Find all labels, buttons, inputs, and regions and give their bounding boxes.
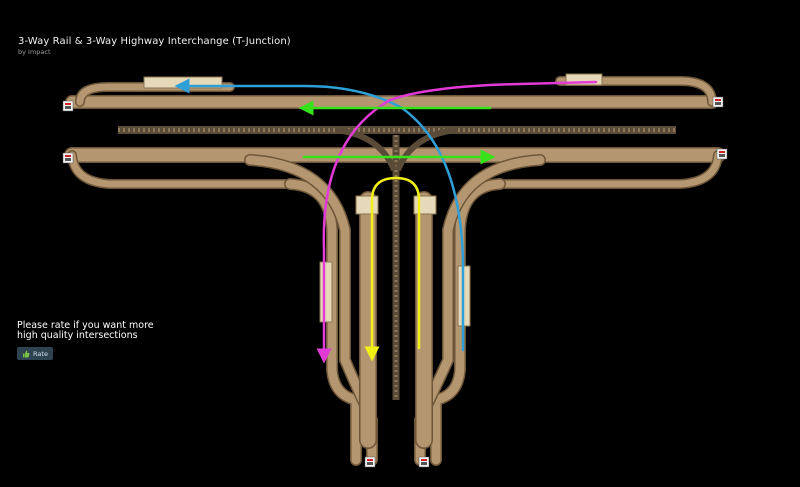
booth-ne	[565, 73, 603, 86]
rate-panel: Please rate if you want more high qualit…	[17, 321, 177, 360]
rail-east-curve	[395, 127, 457, 172]
rate-button-label: Rate	[33, 349, 48, 358]
rate-button[interactable]: Rate	[17, 347, 53, 360]
rail-west-curve	[335, 127, 397, 172]
booth-sw	[319, 261, 333, 323]
author-credit: by Impact	[18, 48, 51, 56]
rate-prompt-text: Please rate if you want more high qualit…	[17, 320, 154, 341]
route-yellow	[364, 176, 421, 362]
rail-network	[118, 126, 676, 400]
route-overlays	[174, 78, 598, 364]
road-end-icon	[712, 96, 724, 108]
road-end-icon	[364, 456, 376, 468]
route-blue	[174, 78, 465, 352]
road-end-icon	[716, 148, 728, 160]
road-end-icon	[62, 100, 74, 112]
booth-stem-right	[413, 195, 437, 215]
booth-stem-left	[355, 195, 379, 215]
road-end-icon	[418, 456, 430, 468]
route-magenta	[316, 80, 598, 364]
header: 3-Way Rail & 3-Way Highway Interchange (…	[18, 36, 291, 56]
thumbs-up-icon	[23, 350, 30, 357]
road-end-icon	[62, 152, 74, 164]
page-title: 3-Way Rail & 3-Way Highway Interchange (…	[18, 36, 291, 47]
